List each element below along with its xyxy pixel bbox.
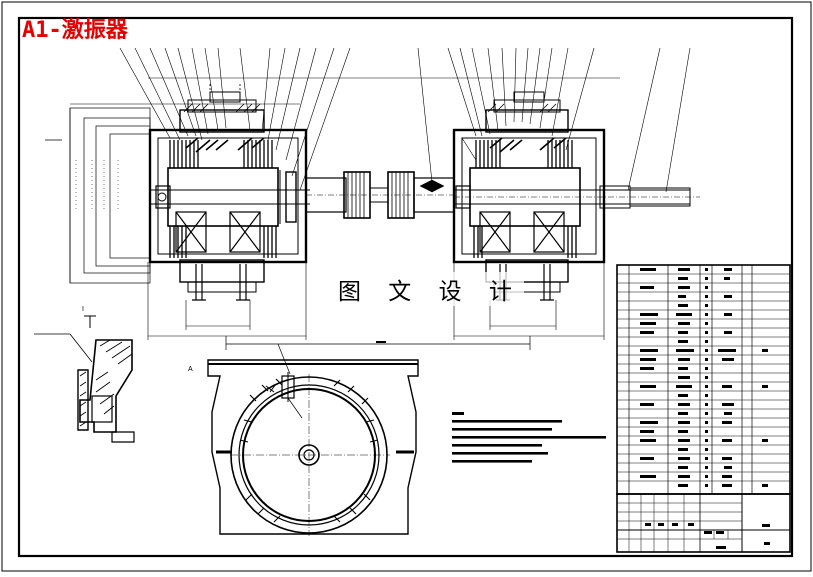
inner-frame (17, 16, 794, 558)
left-exciter-assembly (45, 47, 620, 340)
detail-view-I (34, 315, 135, 443)
technical-notes (452, 412, 606, 463)
bom-table (616, 264, 791, 495)
drawing-title: A1-激振器 (22, 18, 128, 43)
title-block (616, 493, 791, 553)
coupling-shaft (305, 47, 455, 219)
detail-label: I (82, 306, 84, 313)
overall-dimension (225, 336, 531, 375)
section-view-AA (207, 359, 419, 536)
section-label: A (188, 366, 193, 373)
watermark-text: 图 文 设 计 (336, 272, 524, 306)
